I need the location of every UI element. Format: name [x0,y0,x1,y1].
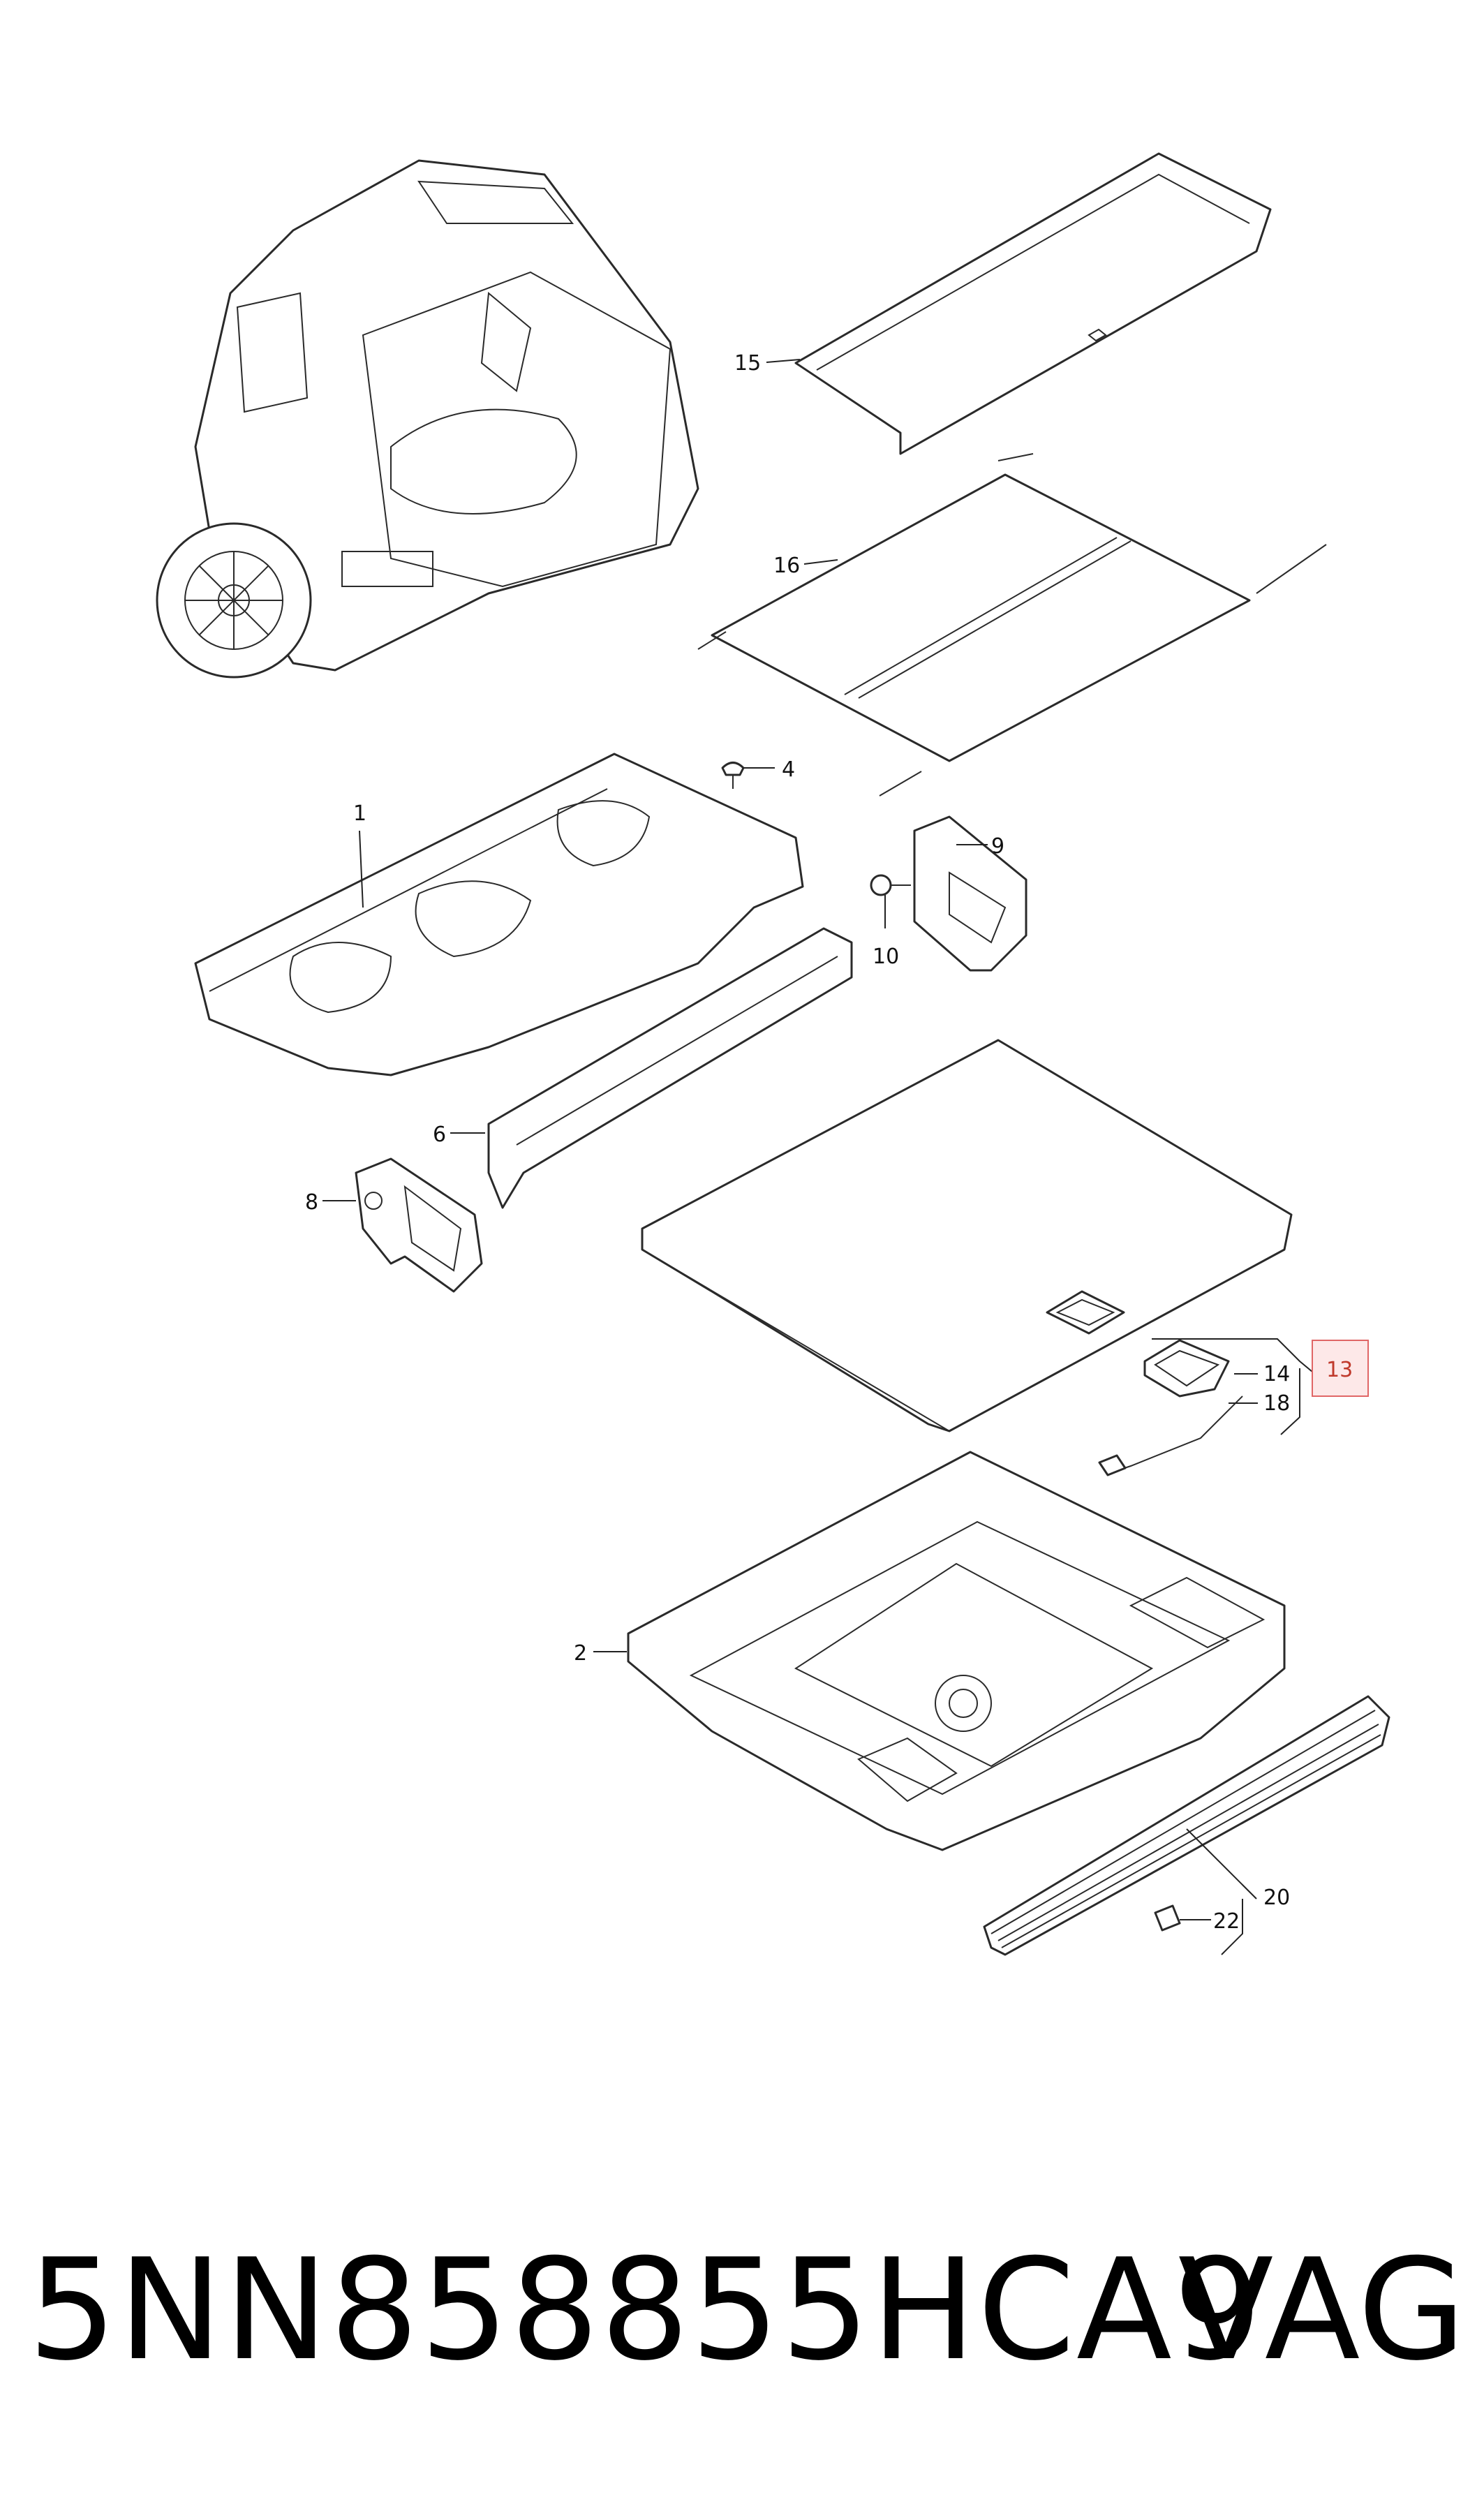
rear-floor-trim-1: 1 [194,753,804,1076]
callout-8: 8 [305,1190,318,1215]
brand-label: VAG [1178,2229,1466,2392]
bracket-9: 9 [913,815,1027,972]
footer: 5NN858855HCA9 VAG [28,2220,1466,2401]
vehicle-rear-illustration [156,159,699,679]
luggage-net-16: 16 [697,453,1327,797]
callout-16: 16 [773,554,800,578]
callout-6: 6 [433,1123,446,1147]
callout-15: 15 [734,351,761,376]
handle-group-13: 14 18 13 [1098,1338,1369,1476]
storage-tray-2: 2 [574,1451,1286,1851]
callout-20: 20 [1263,1886,1290,1910]
callout-4: 4 [782,757,795,782]
part-number: 5NN858855HCA9 [28,2229,1264,2392]
screw-10: 10 [870,874,911,969]
parcel-shelf-15: 15 [734,152,1272,455]
callout-10: 10 [873,945,899,969]
luggage-floor-panel [641,1039,1293,1432]
side-bracket-8: 8 [305,1157,483,1293]
callout-14: 14 [1263,1362,1290,1386]
callout-1: 1 [353,801,366,826]
trim-strip-6: 6 [433,927,853,1209]
clip-22: 22 [1154,1904,1240,1934]
callout-22: 22 [1213,1909,1240,1934]
clip-4: 4 [721,757,795,789]
callout-13-highlight [1312,1340,1369,1397]
callout-9: 9 [991,834,1004,859]
callout-2: 2 [574,1641,587,1666]
callout-13: 13 [1326,1358,1353,1382]
callout-18: 18 [1263,1391,1290,1416]
loading-sill-trim-20: 20 [983,1695,1390,1956]
